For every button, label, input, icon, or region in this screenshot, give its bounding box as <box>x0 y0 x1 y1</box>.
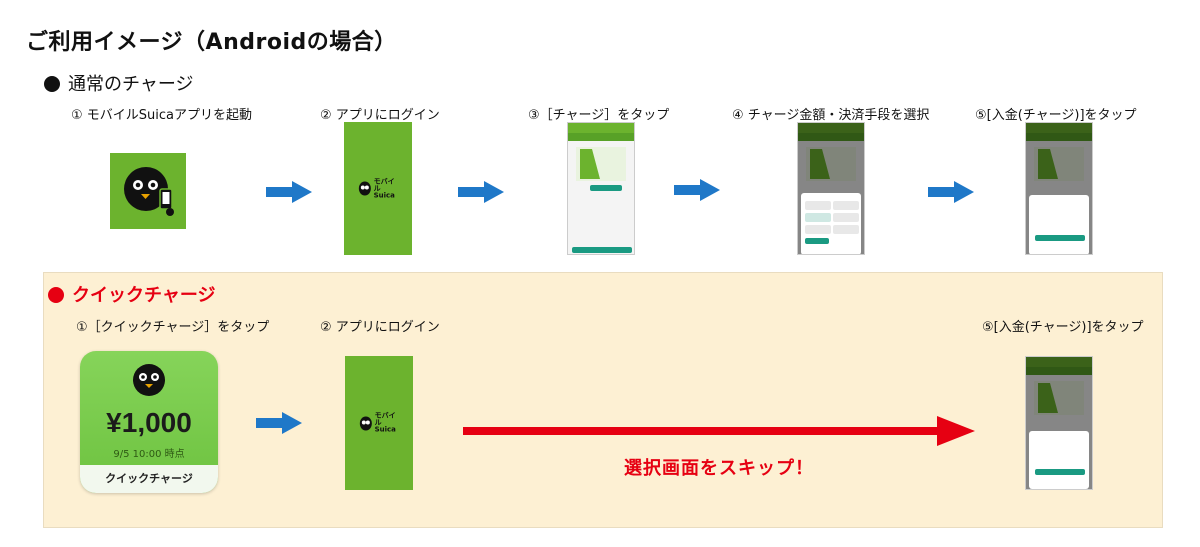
normal-step-4-label: ④ チャージ金額・決済手段を選択 <box>732 108 930 123</box>
normal-step-2-label: ② アプリにログイン <box>320 108 440 123</box>
quick-charge-heading: クイックチャージ <box>48 281 215 307</box>
quick-charge-label: クイックチャージ <box>72 285 216 306</box>
bullet-dot-icon <box>48 287 64 303</box>
amount-select-thumbnail <box>797 122 865 255</box>
quick-step-2-label: ② アプリにログイン <box>320 320 440 335</box>
charge-amount: ¥1,000 <box>106 407 192 438</box>
skip-arrow-icon <box>463 416 975 446</box>
quick-charge-button-label: クイックチャージ <box>80 465 218 493</box>
home-screen-thumbnail <box>567 122 635 255</box>
arrow-right-icon <box>928 181 974 203</box>
arrow-right-icon <box>266 181 312 203</box>
normal-charge-label: 通常のチャージ <box>68 74 194 95</box>
skip-message: 選択画面をスキップ！ <box>624 458 814 479</box>
suica-penguin-icon <box>133 364 165 396</box>
quick-step-5-label: ⑤[入金(チャージ)]をタップ <box>982 320 1144 335</box>
charge-timestamp: 9/5 10:00 時点 <box>113 449 185 460</box>
quick-charge-widget[interactable]: ¥1,000 9/5 10:00 時点 クイックチャージ <box>80 351 218 493</box>
normal-charge-heading: 通常のチャージ <box>44 70 193 96</box>
normal-step-1-label: ① モバイルSuicaアプリを起動 <box>71 108 253 123</box>
confirm-screen-thumbnail <box>1025 122 1093 255</box>
arrow-right-icon <box>674 179 720 201</box>
suica-app-icon <box>110 153 186 229</box>
arrow-right-icon <box>256 412 302 434</box>
page-title: ご利用イメージ（Androidの場合） <box>26 30 397 55</box>
bullet-dot-icon <box>44 76 60 92</box>
confirm-screen-thumbnail <box>1025 356 1093 490</box>
normal-step-5-label: ⑤[入金(チャージ)]をタップ <box>975 108 1137 123</box>
quick-step-1-label: ①［クイックチャージ］をタップ <box>76 320 270 335</box>
quick-charge-panel <box>43 272 1163 528</box>
normal-step-3-label: ③［チャージ］をタップ <box>528 108 670 123</box>
arrow-right-icon <box>458 181 504 203</box>
